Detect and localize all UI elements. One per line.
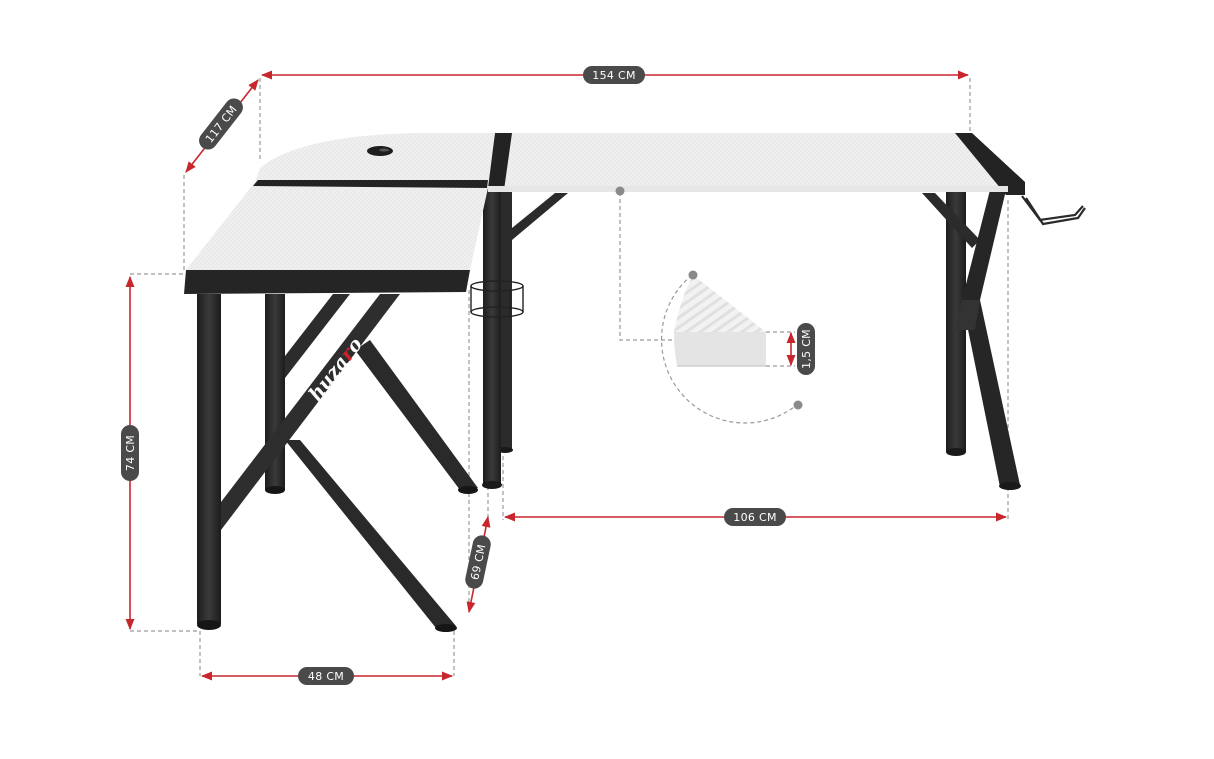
svg-text:154 CM: 154 CM (592, 69, 635, 82)
dimension-label-total-width: 154 CM (583, 66, 645, 84)
tabletop-thickness-detail (615, 186, 803, 410)
brand-logo: huzaro (305, 333, 368, 405)
svg-text:1,5 CM: 1,5 CM (800, 329, 813, 369)
dimension-label-height: 74 CM (121, 425, 139, 481)
right-desk-section (482, 133, 1086, 490)
svg-text:106 CM: 106 CM (733, 511, 776, 524)
svg-text:74 CM: 74 CM (124, 435, 137, 471)
dimension-label-left-width: 48 CM (298, 667, 354, 685)
left-desk-section: huzaro (184, 133, 524, 632)
cable-grommet-icon (367, 146, 393, 156)
dimension-label-right-length: 106 CM (724, 508, 786, 526)
svg-text:48 CM: 48 CM (308, 670, 344, 683)
dimension-label-right-depth: 69 CM (465, 535, 491, 589)
dimension-label-top-thickness: 1,5 CM (797, 323, 815, 375)
headphone-hook-icon (1021, 195, 1086, 226)
cup-holder-icon (470, 280, 524, 318)
dimension-label-depth-left: 117 CM (199, 98, 243, 150)
